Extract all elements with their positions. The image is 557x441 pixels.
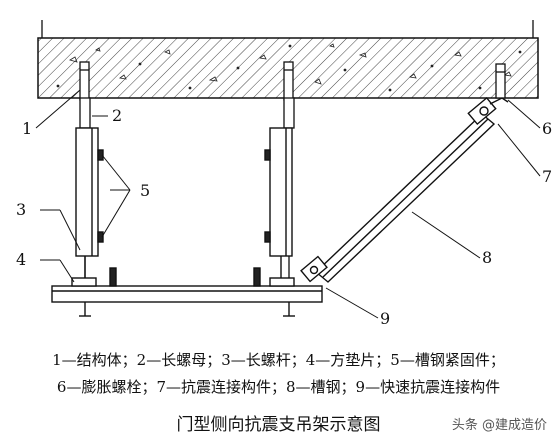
leader-lines (35, 89, 541, 319)
callout-labels: 1 2 3 4 5 6 7 8 9 (16, 106, 552, 328)
label-8: 8 (482, 248, 492, 267)
threaded-rods (79, 97, 295, 286)
seismic-brace (300, 96, 509, 283)
legend-line-2: 6—膨胀螺栓；7—抗震连接构件；8—槽钢；9—快速抗震连接构件 (56, 378, 501, 396)
label-6: 6 (542, 119, 552, 138)
label-2: 2 (112, 106, 122, 125)
label-7: 7 (542, 167, 552, 186)
label-5: 5 (140, 181, 150, 200)
vertical-channels (75, 127, 293, 286)
legend-line-1: 1—结构体；2—长螺母；3—长螺杆；4—方垫片；5—槽钢紧固件； (52, 351, 505, 369)
watermark: 头条 @建成造价 (451, 418, 547, 433)
diagram-title: 门型侧向抗震支吊架示意图 (176, 415, 381, 435)
label-9: 9 (380, 309, 390, 328)
label-3: 3 (16, 200, 26, 219)
label-1: 1 (22, 119, 32, 138)
label-4: 4 (16, 250, 26, 269)
base-channel (51, 267, 323, 317)
